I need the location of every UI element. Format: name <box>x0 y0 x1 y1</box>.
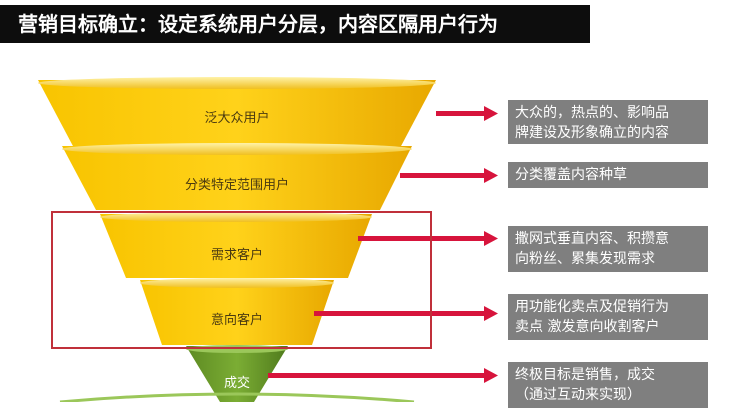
funnel-layer-4 <box>140 278 334 345</box>
description-line: 牌建设及形象确立的内容 <box>515 125 669 141</box>
description-box-4: 用功能化卖点及促销行为 卖点 激发意向收割客户 <box>508 294 708 340</box>
funnel-layer-3 <box>100 212 372 278</box>
description-box-2: 分类覆盖内容种草 <box>508 162 708 188</box>
description-line: 撒网式垂直内容、积攒意 <box>515 231 669 247</box>
page-title: 营销目标确立：设定系统用户分层，内容区隔用户行为 <box>0 5 590 43</box>
intent-group-frame <box>51 211 432 349</box>
arrow-2 <box>400 168 498 183</box>
arrow-1 <box>436 106 498 121</box>
arrow-4 <box>314 306 498 321</box>
funnel-layer-1 <box>38 77 436 148</box>
description-box-1: 大众的，热点的、影响品 牌建设及形象确立的内容 <box>508 100 708 144</box>
layer-label-1: 泛大众用户 <box>204 111 270 126</box>
layer-label-4: 意向客户 <box>210 313 263 328</box>
ground-arc <box>59 392 415 402</box>
layer-label-2: 分类特定范围用户 <box>184 178 289 193</box>
funnel-layer-2 <box>62 143 412 210</box>
description-line: 分类覆盖内容种草 <box>515 167 627 183</box>
description-line: 向粉丝、累集发现需求 <box>515 251 655 267</box>
description-line: 终极目标是销售，成交 <box>515 367 655 383</box>
description-line: 用功能化卖点及促销行为 <box>515 299 669 315</box>
arrow-3 <box>358 231 498 246</box>
description-box-5: 终极目标是销售，成交 （通过互动来实现） <box>508 362 708 408</box>
layer-label-3: 需求客户 <box>210 248 263 263</box>
arrow-5 <box>268 368 498 383</box>
description-line: （通过互动来实现） <box>515 387 641 403</box>
description-box-3: 撒网式垂直内容、积攒意 向粉丝、累集发现需求 <box>508 226 708 272</box>
description-line: 卖点 激发意向收割客户 <box>515 319 660 335</box>
description-line: 大众的，热点的、影响品 <box>515 105 669 121</box>
layer-label-5: 成交 <box>223 376 250 391</box>
